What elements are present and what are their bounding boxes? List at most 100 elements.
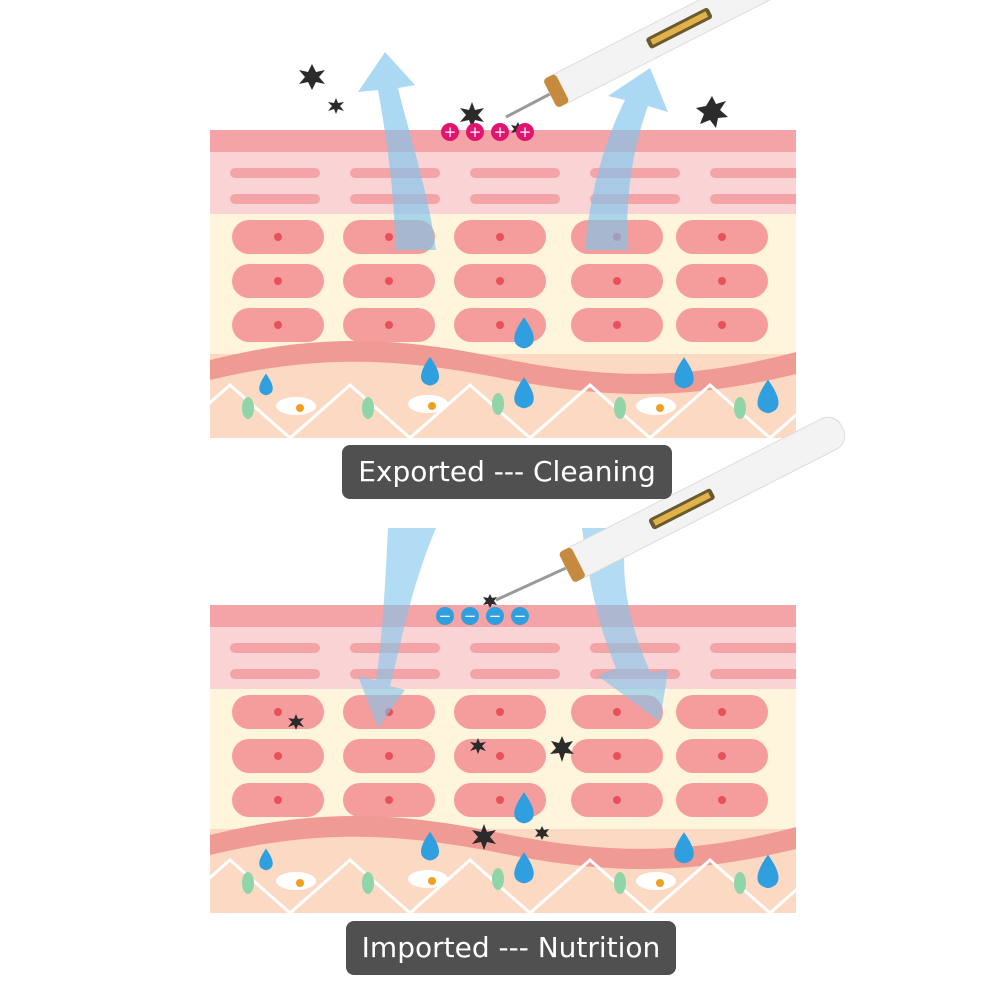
- skin-diagram-nutrition: [210, 605, 796, 913]
- dermis-stripe: [350, 194, 440, 204]
- fiber-line: [649, 857, 771, 913]
- fiber-line: [289, 857, 411, 913]
- cell-nucleus: [496, 321, 504, 329]
- impurity-icon: [299, 64, 325, 90]
- water-drop-icon: [421, 356, 439, 386]
- cell-nucleus: [613, 233, 621, 241]
- water-drop-icon: [757, 854, 779, 889]
- dermis-stripe: [230, 168, 320, 178]
- dermis-stripe: [470, 643, 560, 653]
- dermis-stripe: [590, 669, 680, 679]
- beauty-pen-device-top: [505, 0, 821, 119]
- fat-cell-core: [656, 404, 664, 412]
- cell-nucleus: [385, 796, 393, 804]
- green-cell: [492, 868, 504, 890]
- water-drop-icon: [421, 831, 439, 861]
- cell-nucleus: [496, 233, 504, 241]
- fat-cell: [276, 397, 316, 415]
- dermis-stripe: [350, 669, 440, 679]
- green-cell: [614, 872, 626, 894]
- dermis-stripe: [350, 168, 440, 178]
- green-cell: [492, 393, 504, 415]
- fiber-line: [210, 857, 291, 913]
- epidermis-layer: [210, 130, 796, 152]
- cell-nucleus: [274, 277, 282, 285]
- skin-diagram-cleaning: [210, 130, 796, 438]
- cell-nucleus: [718, 796, 726, 804]
- beauty-pen-device-bottom: [495, 416, 846, 602]
- impurity-icon: [460, 102, 484, 128]
- dermis-stripe: [470, 168, 560, 178]
- dermis-stripe: [590, 643, 680, 653]
- cell-nucleus: [274, 796, 282, 804]
- cell-nucleus: [496, 796, 504, 804]
- fat-cell-core: [428, 877, 436, 885]
- dermis-stripe: [710, 168, 796, 178]
- fat-cell: [408, 395, 448, 413]
- caption-imported-nutrition: Imported --- Nutrition: [346, 921, 676, 975]
- green-cell: [734, 872, 746, 894]
- green-cell: [242, 872, 254, 894]
- water-drop-icon: [514, 377, 534, 409]
- water-drop-icon: [514, 317, 534, 349]
- cell-nucleus: [385, 708, 393, 716]
- cell-nucleus: [613, 752, 621, 760]
- impurity-icon: [328, 98, 344, 114]
- fat-cell-core: [656, 879, 664, 887]
- water-drop-icon: [674, 832, 694, 864]
- fiber-line: [409, 857, 531, 913]
- dermis-stripe: [710, 669, 796, 679]
- fat-cell: [276, 872, 316, 890]
- cell-nucleus: [274, 233, 282, 241]
- cell-nucleus: [385, 752, 393, 760]
- fat-cell: [408, 870, 448, 888]
- cell-nucleus: [385, 233, 393, 241]
- dermis-stripe: [350, 643, 440, 653]
- fat-cell: [636, 872, 676, 890]
- fiber-line: [210, 382, 291, 438]
- water-drop-icon: [259, 373, 273, 396]
- cell-nucleus: [274, 752, 282, 760]
- fiber-line: [529, 857, 651, 913]
- dermis-layer: [210, 152, 796, 214]
- fat-cell-core: [428, 402, 436, 410]
- water-drop-icon: [757, 379, 779, 414]
- cell-nucleus: [274, 321, 282, 329]
- basement-wave: [210, 815, 796, 870]
- green-cell: [614, 397, 626, 419]
- dermis-stripe: [470, 194, 560, 204]
- green-cell: [362, 397, 374, 419]
- dermis-stripe: [230, 669, 320, 679]
- water-drop-icon: [514, 852, 534, 884]
- fiber-line: [289, 382, 411, 438]
- cell-nucleus: [385, 277, 393, 285]
- dermis-stripe: [710, 194, 796, 204]
- cell-nucleus: [718, 233, 726, 241]
- caption-exported-cleaning: Exported --- Cleaning: [342, 445, 672, 499]
- cell-nucleus: [718, 321, 726, 329]
- cell-nucleus: [274, 708, 282, 716]
- impurity-icon: [696, 96, 728, 128]
- cell-nucleus: [718, 277, 726, 285]
- basement-wave: [210, 340, 796, 395]
- water-drop-icon: [514, 792, 534, 824]
- cell-nucleus: [613, 277, 621, 285]
- impurity-particles-top: [299, 64, 728, 136]
- dermis-stripe: [230, 643, 320, 653]
- fiber-line: [769, 888, 796, 913]
- green-cell: [362, 872, 374, 894]
- fat-cell-core: [296, 404, 304, 412]
- cell-nucleus: [613, 321, 621, 329]
- dermis-stripe: [590, 194, 680, 204]
- skin-layers-svg: [210, 130, 796, 438]
- fiber-line: [409, 382, 531, 438]
- cell-nucleus: [385, 321, 393, 329]
- cell-nucleus: [718, 708, 726, 716]
- fat-cell: [636, 397, 676, 415]
- cell-nucleus: [496, 708, 504, 716]
- dermis-stripe: [710, 643, 796, 653]
- cell-nucleus: [718, 752, 726, 760]
- green-cell: [734, 397, 746, 419]
- dermis-layer: [210, 627, 796, 689]
- water-drop-icon: [259, 848, 273, 871]
